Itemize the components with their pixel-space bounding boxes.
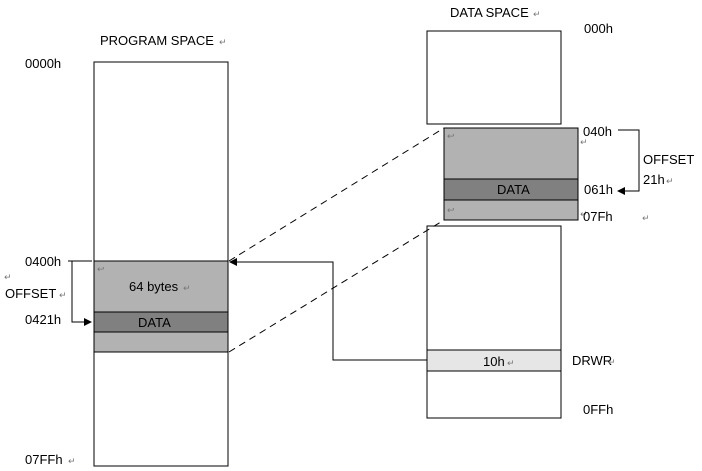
anchor-mark: ↩ [447,206,455,216]
drwr-value: 10h [483,354,505,369]
data-addr-block: 040h [583,124,612,139]
paragraph-mark: ↵ [642,214,650,224]
data-addr-data: 061h [584,182,613,197]
paragraph-mark: ↵ [580,138,588,148]
program-offset-arrow [71,261,92,326]
program-addr-offset: 0421h [25,312,61,327]
program-block-64-bytes [93,260,229,353]
program-space-title: PROGRAM SPACE [100,33,214,48]
paragraph-mark: ↵ [68,457,76,467]
data-offset-label: OFFSET [643,152,694,167]
paragraph-mark: ↵ [183,284,191,294]
data-data-row [443,178,579,201]
data-addr-block-end: 07Fh [583,209,613,224]
paragraph-mark: ↵ [608,358,616,368]
program-data-row [93,311,229,333]
paragraph-mark: ↵ [580,210,588,220]
program-data-label: DATA [138,315,171,330]
drwr-pointer-arrow [229,258,427,361]
data-space-title: DATA SPACE [450,5,529,20]
anchor-mark: ↩ [447,132,455,142]
paragraph-mark: ↵ [533,10,541,20]
program-block-label: 64 bytes [129,279,179,294]
paragraph-mark: ↵ [666,177,674,187]
program-addr-block: 0400h [25,254,61,269]
mapping-line-top [228,127,445,262]
drwr-label: DRWR [572,353,612,368]
data-block-copy [443,127,579,221]
data-addr-end: 0FFh [583,402,613,417]
data-offset-value: 21h [643,172,665,187]
program-addr-end: 07FFh [25,452,63,467]
data-space-upper-box [426,30,562,125]
mapping-line-bottom [228,219,445,353]
program-offset-label: OFFSET [5,286,56,301]
data-offset-arrow [617,129,640,195]
data-addr-start: 000h [584,21,613,36]
paragraph-mark: ↵ [507,359,515,369]
data-space-lower-box [426,225,562,419]
paragraph-mark: ↵ [219,38,227,48]
anchor-mark: ↩ [97,265,105,275]
paragraph-mark: ↵ [4,273,12,283]
program-addr-start: 0000h [25,56,61,71]
paragraph-mark: ↵ [59,291,67,301]
data-data-label: DATA [497,182,530,197]
